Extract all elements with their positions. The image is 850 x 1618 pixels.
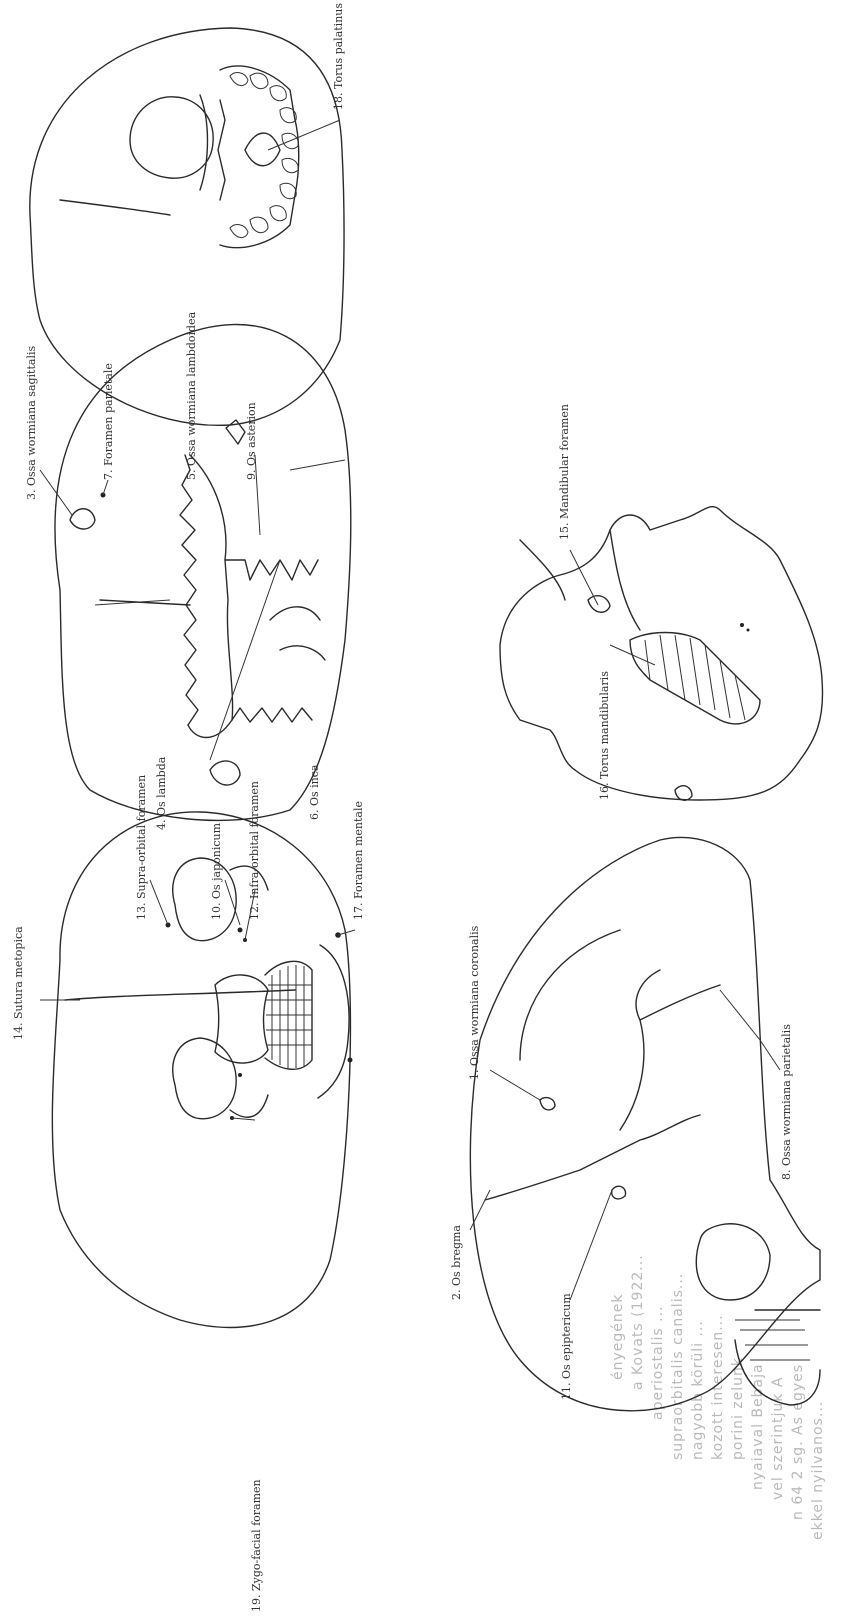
- label-sutura-metopica: 14. Sutura metopica: [12, 926, 25, 1040]
- label-zygo-facial-foramen: 19. Zygo-facial foramen: [250, 1479, 263, 1612]
- ghost-line-9: vel szerintjuk A: [770, 1377, 786, 1500]
- ghost-line-2: a Kovats (1922...: [630, 1254, 646, 1390]
- label-foramen-parietale: 7. Foramen parietale: [102, 363, 115, 480]
- ghost-line-1: ényegének: [610, 1294, 626, 1380]
- label-infra-orbital-foramen: 12. Infra-orbital foramen: [248, 781, 261, 920]
- ghost-line-5: nagyobb körüli ...: [690, 1320, 706, 1460]
- label-ossa-wormiana-sagittalis: 3. Ossa wormiana sagittalis: [25, 346, 38, 500]
- label-os-lambda: 4. Os lambda: [155, 756, 168, 830]
- label-supra-orbital-foramen: 13. Supra-orbital foramen: [135, 775, 148, 920]
- ghost-line-3: aperiostalis ...: [650, 1305, 666, 1420]
- mandible-drawing: [500, 507, 823, 800]
- label-os-japonicum: 10. Os japonicum: [210, 822, 223, 920]
- show-through-text: ényegének a Kovats (1922... aperiostalis…: [610, 1254, 826, 1540]
- ghost-line-6: kozott interesen...: [710, 1314, 726, 1460]
- label-foramen-mentale: 17. Foramen mentale: [352, 801, 365, 920]
- label-ossa-wormiana-parietalis: 8. Ossa wormiana parietalis: [780, 1024, 793, 1180]
- label-os-epiptericum: 11. Os epiptericum: [560, 1293, 573, 1400]
- label-torus-palatinus: 18. Torus palatinus: [332, 3, 345, 110]
- label-os-asterion: 9. Os asterion: [245, 402, 258, 480]
- ghost-line-8: nyaiaval Bebaja: [750, 1363, 766, 1490]
- label-ossa-wormiana-coronalis: 1. Ossa wormiana coronalis: [468, 925, 481, 1080]
- label-mandibular-foramen: 15. Mandibular foramen: [558, 404, 571, 540]
- label-os-bregma: 2. Os bregma: [450, 1225, 463, 1300]
- label-ossa-wormiana-lambdoidea: 5. Ossa wormiana lambdoidea: [185, 311, 198, 480]
- frontal-skull-drawing: [40, 812, 355, 1328]
- label-torus-mandibularis: 16. Torus mandibularis: [598, 671, 611, 800]
- ghost-line-4: supraorbitalis canalis...: [670, 1273, 686, 1460]
- ghost-line-11: ekkel nyilvanos...: [810, 1401, 826, 1540]
- ghost-line-10: n 64 2 sg. As egyes: [790, 1364, 806, 1520]
- label-os-inca: 6. Os inca: [308, 764, 321, 820]
